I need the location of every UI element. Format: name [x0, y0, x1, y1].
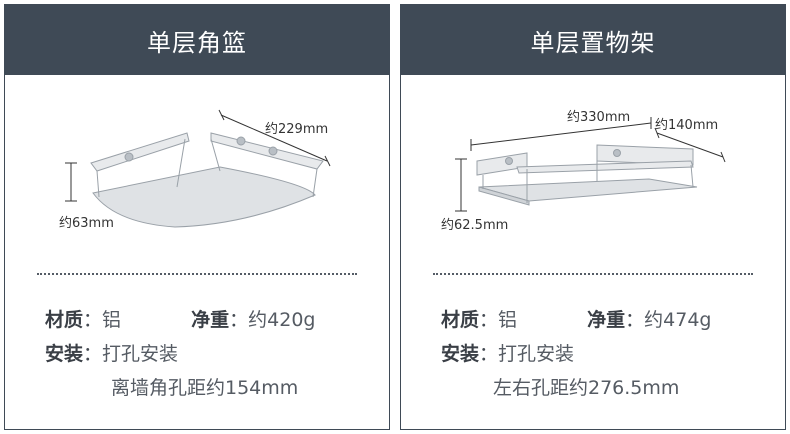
- corner-basket-hole-note: 离墙角孔距约154mm: [111, 373, 298, 400]
- material-colon: ：: [83, 309, 103, 331]
- shelf-card: 单层置物架 约330mm 约140mm 约62.5mm: [400, 4, 786, 430]
- weight-colon: ：: [625, 309, 645, 331]
- material-label: 材质: [45, 309, 84, 331]
- shelf-depth-label: 约140mm: [655, 118, 718, 133]
- shelf-material-row: 材质：铝 净重：约474g: [441, 305, 712, 332]
- weight-colon: ：: [229, 309, 249, 331]
- install-value: 打孔安装: [102, 343, 179, 365]
- corner-basket-install-row: 安装：打孔安装: [45, 339, 178, 366]
- hole-note-text: 左右孔距约276.5mm: [493, 377, 680, 399]
- material-value: 铝: [498, 309, 518, 331]
- corner-basket-title: 单层角篮: [5, 5, 389, 75]
- corner-basket-drawing: 约229mm 约63mm: [59, 109, 331, 231]
- shelf-install-row: 安装：打孔安装: [441, 339, 574, 366]
- install-colon: ：: [83, 343, 103, 365]
- weight-value: 约420g: [248, 309, 316, 331]
- corner-basket-height-label: 约63mm: [59, 216, 114, 231]
- shelf-drawing: 约330mm 约140mm 约62.5mm: [441, 110, 726, 233]
- corner-basket-material-row: 材质：铝 净重：约420g: [45, 305, 316, 332]
- install-label: 安装: [45, 343, 84, 365]
- install-label: 安装: [441, 343, 480, 365]
- corner-basket-divider: [37, 273, 357, 275]
- corner-basket-width-label: 约229mm: [265, 122, 328, 137]
- install-colon: ：: [479, 343, 499, 365]
- shelf-width-label: 约330mm: [567, 110, 630, 125]
- material-colon: ：: [479, 309, 499, 331]
- material-label: 材质: [441, 309, 480, 331]
- install-value: 打孔安装: [498, 343, 575, 365]
- corner-basket-illustration: 约229mm 约63mm: [5, 75, 389, 265]
- material-value: 铝: [102, 309, 122, 331]
- hole-note-text: 离墙角孔距约154mm: [111, 377, 299, 399]
- shelf-divider: [433, 273, 753, 275]
- shelf-title: 单层置物架: [401, 5, 785, 75]
- shelf-shape: [476, 144, 698, 206]
- weight-value: 约474g: [644, 309, 712, 331]
- corner-basket-card: 单层角篮 约229mm 约63mm: [4, 4, 390, 430]
- corner-basket-shape: [90, 132, 324, 228]
- shelf-illustration: 约330mm 约140mm 约62.5mm: [401, 75, 785, 265]
- weight-label: 净重: [587, 309, 626, 331]
- shelf-height-label: 约62.5mm: [441, 218, 508, 233]
- weight-label: 净重: [191, 309, 230, 331]
- shelf-hole-note: 左右孔距约276.5mm: [493, 373, 679, 400]
